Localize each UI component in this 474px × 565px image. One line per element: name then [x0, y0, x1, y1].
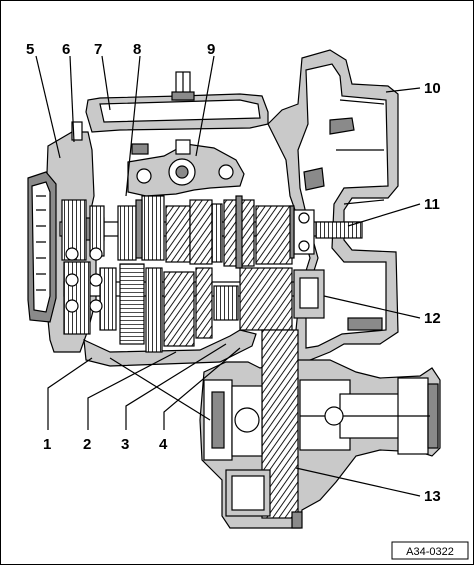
callout-13: 13: [424, 488, 441, 505]
callout-10: 10: [424, 80, 441, 97]
callout-2: 2: [83, 436, 91, 453]
transmission-housing: [27, 49, 399, 367]
final-drive-pinion-core: [299, 277, 319, 309]
callout-1: 1: [43, 436, 51, 453]
callout-6: 6: [62, 41, 70, 58]
output-shaft-assembly: [63, 247, 305, 353]
callout-5: 5: [26, 41, 34, 58]
figure-reference: A34-0322: [391, 541, 469, 560]
callout-labels: 5 6 7 8 9 10 11 12 13 1 2 3 4: [26, 41, 441, 505]
differential-assembly: [199, 329, 441, 529]
callout-leaders: [35, 55, 421, 497]
input-shaft-assembly: [59, 195, 363, 269]
callout-11: 11: [424, 196, 440, 213]
callout-9: 9: [207, 41, 215, 58]
shift-mechanism: [127, 139, 245, 197]
callout-3: 3: [121, 436, 129, 453]
callout-7: 7: [94, 41, 102, 58]
callout-4: 4: [159, 436, 168, 453]
callout-12: 12: [424, 310, 441, 327]
figure-reference-code: A34-0322: [406, 546, 454, 558]
callout-8: 8: [133, 41, 141, 58]
